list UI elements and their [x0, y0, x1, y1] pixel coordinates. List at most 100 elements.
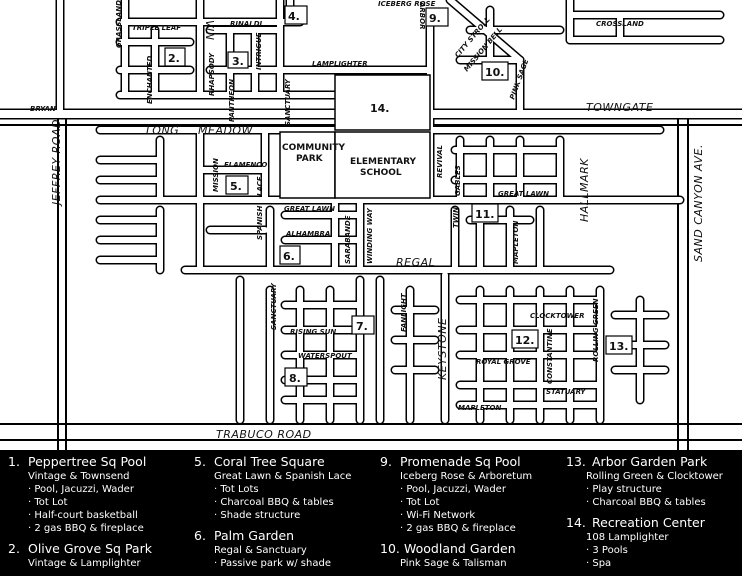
street-iceberg-rose: ICEBERG ROSE — [378, 0, 436, 8]
marker-7[interactable]: 7. — [356, 320, 368, 333]
legend-item: · Spa — [586, 558, 612, 569]
legend-item: · Pool, Jacuzzi, Wader — [28, 484, 134, 495]
street-twin: TWIN — [452, 207, 460, 228]
street-trabuco-road: TRABUCO ROAD — [216, 428, 312, 441]
legend-item: · 2 gas BBQ & fireplace — [400, 523, 516, 534]
legend-location: Iceberg Rose & Arboretum — [400, 471, 533, 482]
legend-item: · Pool, Jacuzzi, Wader — [400, 484, 506, 495]
street-lace: LACE — [256, 176, 264, 196]
legend-number: 10. — [380, 541, 400, 556]
street-gables: GABLES — [454, 165, 462, 196]
legend-panel: 1.Peppertree Sq Pool Vintage & Townsend … — [0, 450, 742, 576]
street-spanish: SPANISH — [256, 206, 264, 240]
legend-entry-6[interactable]: 6.Palm Garden Regal & Sanctuary · Passiv… — [194, 528, 351, 570]
street-meadow: MEADOW — [198, 124, 254, 137]
street-constantine: CONSTANTINE — [546, 328, 554, 384]
marker-10[interactable]: 10. — [485, 66, 505, 79]
legend-title: Arbor Garden Park — [592, 454, 708, 469]
legend-location: Pink Sage & Talisman — [400, 558, 507, 569]
legend-entry-13[interactable]: 13. Arbor Garden Park Rolling Green & Clo… — [566, 454, 723, 509]
street-sand-canyon: SAND CANYON AVE. — [692, 144, 705, 262]
legend-title: Coral Tree Square — [214, 454, 325, 469]
street-royal-grove: ROYAL GROVE — [476, 358, 531, 366]
street-revival: REVIVAL — [436, 145, 444, 178]
legend-entry-14[interactable]: 14.Recreation Center 108 Lamplighter · 3… — [566, 515, 723, 570]
marker-11[interactable]: 11. — [475, 208, 495, 221]
street-rolling-green: ROLLING GREEN — [592, 298, 600, 362]
street-fanlight: FANLIGHT — [400, 292, 408, 332]
legend-location: Vintage & Townsend — [28, 471, 130, 482]
legend-location: Great Lawn & Spanish Lace — [214, 471, 352, 482]
marker-boxes — [164, 5, 633, 387]
legend-item: · 2 gas BBQ & fireplace — [28, 523, 144, 534]
street-mapleton-north: MAPLETON — [512, 221, 520, 264]
legend-number: 13. — [566, 454, 586, 469]
legend-item: · Tot Lots — [214, 484, 259, 495]
street-mapleton-south: MAPLETON — [458, 404, 501, 412]
legend-location: Regal & Sanctuary — [214, 545, 307, 556]
legend-item: · Shade structure — [214, 510, 301, 521]
street-intrigue: INTRIGUE — [255, 32, 263, 70]
marker-12[interactable]: 12. — [515, 334, 535, 347]
legend-title: Palm Garden — [214, 528, 295, 543]
street-keystone: KEYSTONE — [436, 318, 449, 380]
marker-6[interactable]: 6. — [283, 250, 295, 263]
street-clocktower: CLOCKTOWER — [530, 312, 584, 320]
street-alhambra: ALHAMBRA — [285, 230, 330, 238]
legend-number: 9. — [380, 454, 392, 469]
legend-item: · Wi-Fi Network — [400, 510, 476, 521]
legend-number: 2. — [8, 541, 20, 556]
street-enchanted: ENCHANTED — [146, 56, 154, 104]
marker-14[interactable]: 14. — [370, 102, 390, 115]
street-crossland: CROSSLAND — [596, 20, 644, 28]
legend-entry-9[interactable]: 9. Promenade Sq Pool Iceberg Rose & Arbor… — [380, 454, 532, 535]
legend-location: 108 Lamplighter — [586, 532, 669, 543]
recreation-center-area — [334, 74, 431, 131]
legend-title: Promenade Sq Pool — [400, 454, 521, 469]
street-arbor: ARBOR — [418, 1, 426, 29]
street-hallmark: HALLMARK — [578, 158, 591, 222]
street-vintage: VIN — [203, 20, 216, 41]
street-rhapsody: RHAPSODY — [208, 52, 216, 96]
legend-title: Woodland Garden — [404, 541, 516, 556]
street-sarabande: SARABANDE — [344, 215, 352, 264]
legend-location: Vintage & Lamplighter — [28, 558, 141, 569]
street-towngate: TOWNGATE — [586, 101, 653, 114]
elementary-school-label-2: SCHOOL — [360, 168, 402, 178]
street-great-lawn-west: GREAT LAWN — [284, 205, 335, 213]
legend-item: · Charcoal BBQ & tables — [586, 497, 706, 508]
street-mission: MISSION — [212, 158, 220, 192]
community-park-label-2: PARK — [296, 154, 324, 164]
legend-number: 6. — [194, 528, 206, 543]
legend-location: Rolling Green & Clocktower — [586, 471, 723, 482]
street-bryan: BRYAN — [30, 105, 56, 113]
legend-entry-1[interactable]: 1.Peppertree Sq Pool Vintage & Townsend … — [8, 454, 152, 535]
street-grassland: GRASSLAND — [115, 0, 123, 48]
marker-13[interactable]: 13. — [609, 340, 629, 353]
community-park-area — [279, 131, 336, 199]
legend-number: 14. — [566, 515, 586, 530]
legend-item: · Tot Lot — [28, 497, 68, 508]
street-pantheon: PANTHEON — [228, 79, 236, 122]
street-sanctuary-south: SANCTUARY — [270, 282, 278, 330]
marker-8[interactable]: 8. — [289, 372, 301, 385]
map-svg: 4. 2. 3. 9. 10. 14. 5. 6. 7. 8. 11. 12. … — [0, 0, 742, 451]
street-rinaldi: RINALDI — [230, 20, 263, 28]
marker-5[interactable]: 5. — [230, 180, 242, 193]
elementary-school-area — [334, 131, 431, 199]
marker-4[interactable]: 4. — [288, 10, 300, 23]
marker-9[interactable]: 9. — [429, 12, 441, 25]
legend-number: 1. — [8, 454, 20, 469]
marker-3[interactable]: 3. — [232, 55, 244, 68]
street-fill — [0, 0, 742, 420]
legend-number: 5. — [194, 454, 206, 469]
legend-item: · Charcoal BBQ & tables — [214, 497, 334, 508]
street-triple-leaf: TRIPLE LEAF — [132, 24, 181, 32]
legend-entry-10[interactable]: 10. Woodland Garden Pink Sage & Talisman — [380, 541, 532, 570]
legend-column-1: 1.Peppertree Sq Pool Vintage & Townsend … — [8, 454, 152, 576]
legend-item: · Half-court basketball — [28, 510, 138, 521]
legend-entry-5[interactable]: 5. Coral Tree Square Great Lawn & Spanish… — [194, 454, 351, 522]
marker-2[interactable]: 2. — [168, 52, 180, 65]
legend-entry-2[interactable]: 2.Olive Grove Sq Park Vintage & Lampligh… — [8, 541, 152, 570]
community-park-label-1: COMMUNITY — [282, 143, 345, 153]
